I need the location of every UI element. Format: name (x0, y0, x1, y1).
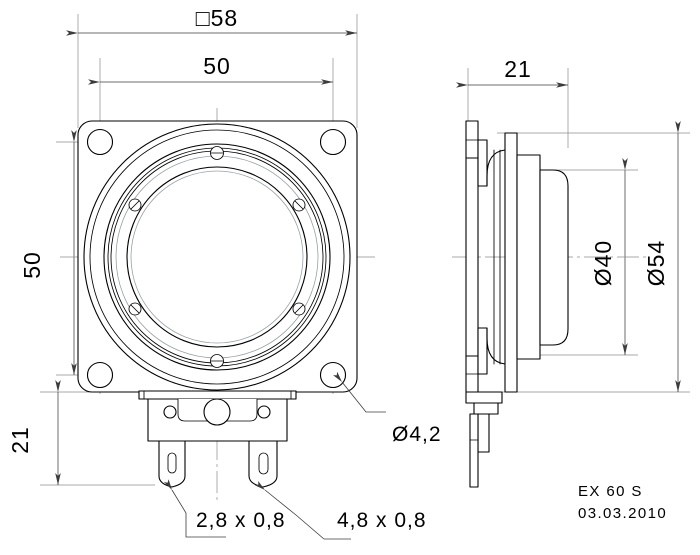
faston-tab-small (158, 440, 186, 488)
terminal-block-group (138, 390, 297, 488)
mounting-hole-bottom-right (319, 361, 347, 389)
rivet-upper-right (292, 198, 306, 212)
rivet-lower-left (128, 302, 142, 316)
side-faston-tab-rear (477, 413, 490, 453)
faston-tab-large (248, 440, 278, 488)
surround-outer-ring (103, 143, 331, 371)
title-part-number: EX 60 S (578, 483, 643, 500)
dimension-bolt-circle-horizontal: 50 (88, 53, 333, 85)
callout-mounting-hole: Ø4,2 (333, 371, 442, 446)
dimension-body-diameter-label: Ø54 (643, 240, 669, 286)
dimension-body-diameter: Ø54 (643, 121, 681, 392)
bezel-inner-circle (89, 129, 345, 385)
side-view-group: 21 Ø40 Ø54 (452, 56, 690, 488)
callout-terminal-large-label: 4,8 x 0,8 (337, 509, 427, 532)
side-basket-step-top (477, 139, 488, 187)
rivet-bottom (210, 354, 224, 368)
dimension-cone-diameter-label: Ø40 (590, 240, 616, 286)
terminal-mount-bar (138, 390, 297, 400)
side-basket-step-bottom (477, 327, 488, 375)
title-date: 03.03.2010 (578, 505, 667, 522)
rivet-top (210, 146, 224, 160)
side-terminal-group (465, 391, 503, 488)
title-block: EX 60 S 03.03.2010 (578, 483, 667, 522)
dimension-bolt-circle-vertical: 50 (19, 130, 77, 375)
dimension-cone-diameter: Ø40 (590, 158, 628, 355)
dimension-terminal-depth-label: 21 (7, 426, 33, 454)
side-front-bezel-plate (504, 132, 518, 393)
rivet-lower-right (292, 302, 306, 316)
side-rear-housing (539, 169, 569, 346)
dimension-overall-square: □58 (66, 5, 357, 36)
side-faston-tab-front (469, 413, 479, 488)
side-terminal-bar (465, 391, 503, 404)
surround-rivets (128, 146, 306, 368)
callout-mounting-hole-label: Ø4,2 (392, 423, 442, 446)
bezel-outer-circle (83, 123, 351, 391)
dimension-side-depth: 21 (456, 56, 568, 88)
terminal-center-hole (203, 398, 231, 426)
dimension-overall-square-label: □58 (196, 5, 238, 31)
side-magnet-body (516, 154, 541, 360)
faston-tab-large-slot (258, 452, 269, 475)
mounting-hole-top-right (319, 128, 347, 156)
mounting-hole-bottom-left (86, 361, 114, 389)
dimension-side-depth-label: 21 (504, 56, 532, 82)
cone-inner-faint-circle (130, 170, 304, 344)
dimension-bolt-circle-vertical-label: 50 (19, 251, 45, 279)
speaker-frame-outline (77, 120, 358, 393)
side-flange-middle (465, 157, 479, 357)
dimension-bolt-circle-horizontal-label: 50 (203, 53, 231, 79)
terminal-rivet-hole-left (163, 405, 177, 419)
callout-terminal-large: 4,8 x 0,8 (254, 480, 427, 540)
side-terminal-body (473, 402, 499, 415)
bezel-ring-group (83, 123, 351, 391)
mounting-hole-top-left (86, 128, 114, 156)
faston-tab-small-slot (167, 452, 177, 474)
cone-outer-circle (126, 166, 308, 348)
terminal-rivet-hole-right (257, 405, 271, 419)
side-flange-top (465, 120, 479, 159)
callout-terminal-small-label: 2,8 x 0,8 (196, 509, 286, 532)
dimension-terminal-depth: 21 (7, 380, 61, 485)
rivet-upper-left (128, 198, 142, 212)
callout-terminal-small: 2,8 x 0,8 (163, 479, 286, 538)
front-view-group: □58 50 50 21 (7, 5, 442, 540)
